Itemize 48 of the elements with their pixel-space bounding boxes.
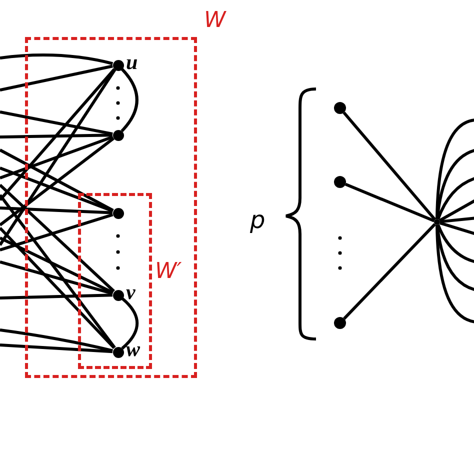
edge-line <box>0 148 114 212</box>
edge-line <box>0 134 113 138</box>
edge-line <box>121 297 139 350</box>
edge-line <box>0 68 116 246</box>
vertex-dot <box>112 290 124 300</box>
vertex-dot <box>112 60 124 70</box>
vertex-dot <box>334 176 346 188</box>
edge-line <box>0 110 113 136</box>
edge-line <box>0 213 114 252</box>
vertex-label: w <box>126 339 140 360</box>
edge-line <box>0 68 116 201</box>
edge-line <box>0 236 114 294</box>
edge-line <box>0 137 115 226</box>
edge-line <box>438 198 474 222</box>
vertex-dot <box>112 130 124 140</box>
vertex-label: u <box>126 52 138 73</box>
vertex-label: v <box>126 282 136 303</box>
edge-line <box>120 68 138 132</box>
edge-line <box>0 194 116 348</box>
edge-line <box>0 294 113 300</box>
vertex-dot <box>112 346 124 358</box>
edge-line <box>0 64 113 92</box>
set-size-label: p <box>250 208 266 232</box>
set-label: W <box>204 10 226 32</box>
edge-line <box>436 118 474 220</box>
edge-line <box>344 182 435 222</box>
edge-line <box>439 221 474 236</box>
edge-line <box>440 216 474 224</box>
edge-line <box>0 328 113 352</box>
edge-line <box>0 166 114 212</box>
edge-line <box>0 226 116 350</box>
edge-line <box>436 224 474 292</box>
vertex-dot <box>334 102 346 114</box>
edge-line <box>343 223 436 320</box>
set-label: W′ <box>155 261 182 283</box>
vertex-dot <box>112 208 124 218</box>
edge-line <box>436 148 474 220</box>
edge-line <box>436 176 474 220</box>
edge-line <box>436 224 474 264</box>
edge-line <box>0 206 113 214</box>
edge-line <box>436 224 474 324</box>
edge-line <box>342 112 436 221</box>
edge-line <box>0 135 114 180</box>
edge-line <box>0 260 114 295</box>
edge-line <box>0 184 115 292</box>
edge-line <box>0 54 114 66</box>
edge-line <box>0 344 113 354</box>
vertex-dot <box>334 317 346 329</box>
